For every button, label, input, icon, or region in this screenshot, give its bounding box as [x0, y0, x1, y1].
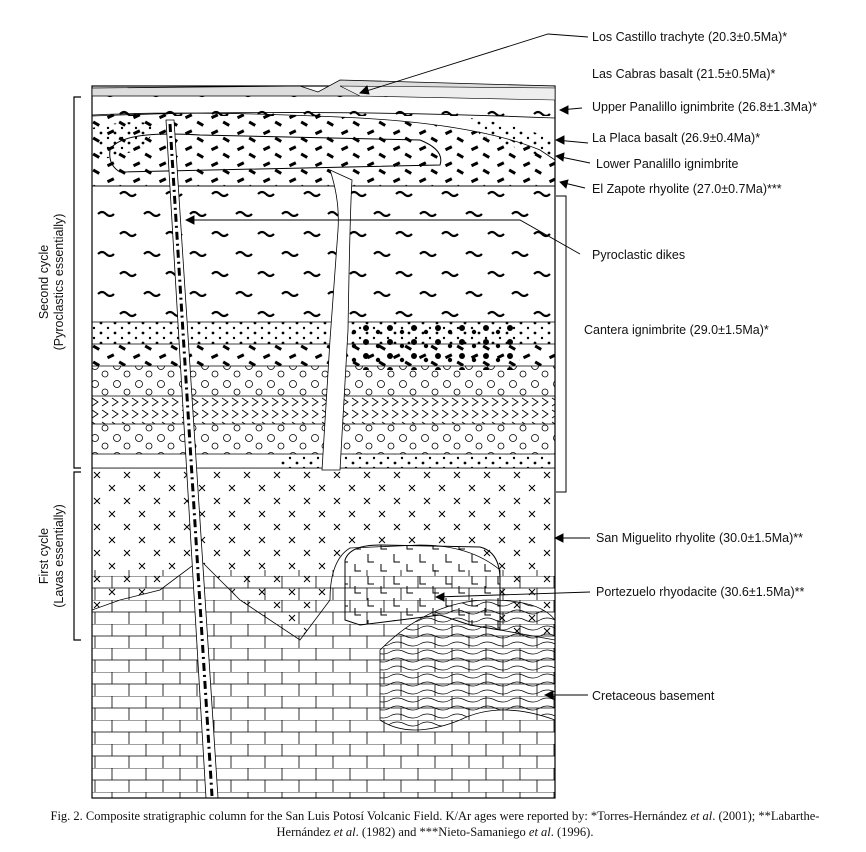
cycle-brackets — [73, 96, 567, 641]
stratigraphic-column — [92, 96, 555, 798]
column-frame — [91, 85, 556, 799]
label-los-castillo: Los Castillo trachyte (20.3±0.5Ma)* — [592, 30, 787, 44]
first-cycle-sublabel: (Lavas essentially) — [52, 504, 66, 608]
label-san-miguelito: San Miguelito rhyolite (30.0±1.5Ma)** — [596, 531, 803, 545]
second-cycle-label: Second cycle — [37, 245, 51, 319]
first-cycle-label: First cycle — [37, 528, 51, 584]
label-lower-panalillo: Lower Panalillo ignimbrite — [596, 157, 738, 171]
el-zapote-unit — [92, 186, 555, 322]
label-la-placa: La Placa basalt (26.9±0.4Ma)* — [592, 131, 760, 145]
folded-contours — [379, 599, 555, 731]
label-portezuelo: Portezuelo rhyodacite (30.6±1.5Ma)** — [596, 585, 804, 599]
label-pyroclastic-dikes: Pyroclastic dikes — [592, 248, 685, 262]
label-cretaceous: Cretaceous basement — [592, 689, 715, 703]
pyroclastic-dike-right — [321, 169, 353, 471]
label-upper-panalillo: Upper Panalillo ignimbrite (26.8±1.3Ma)* — [592, 100, 817, 114]
second-cycle-sublabel: (Pyroclastics essentially) — [52, 214, 66, 351]
cantera-bracket — [556, 195, 567, 493]
label-las-cabras: Las Cabras basalt (21.5±0.5Ma)* — [592, 67, 775, 81]
leader-lines — [184, 33, 591, 700]
figure-caption: Fig. 2. Composite stratigraphic column f… — [50, 809, 820, 839]
las-cabras-cap — [339, 85, 556, 101]
label-el-zapote: El Zapote rhyolite (27.0±0.7Ma)*** — [592, 182, 782, 196]
label-cantera: Cantera ignimbrite (29.0±1.5Ma)* — [584, 323, 769, 337]
upper-panalillo-unit — [92, 96, 555, 116]
